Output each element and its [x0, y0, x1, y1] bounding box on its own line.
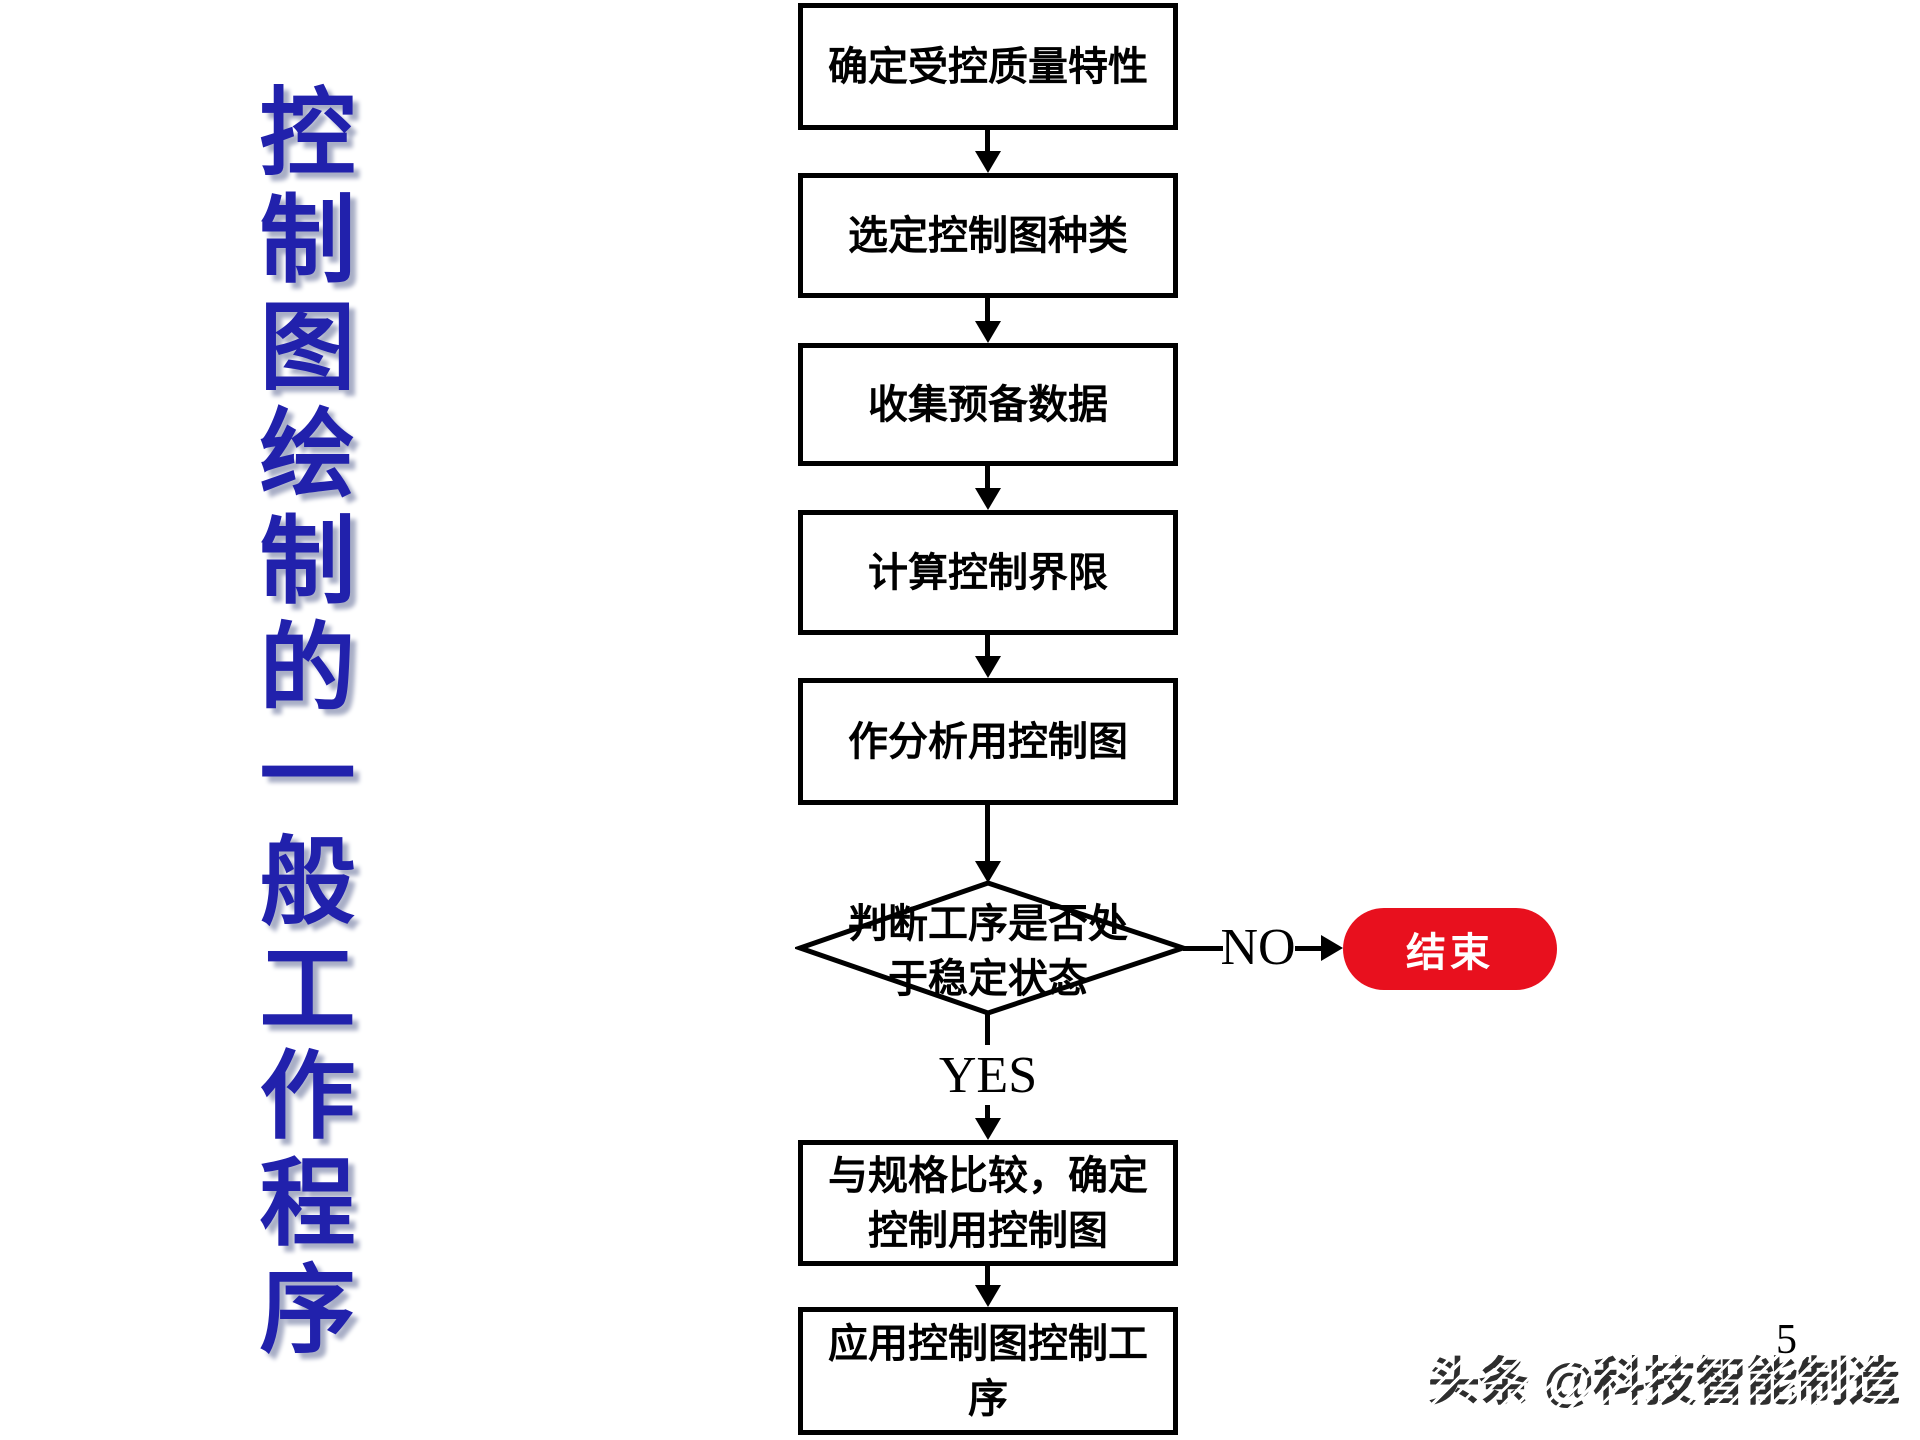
decision-diamond	[795, 880, 1191, 1016]
arrow-right-icon	[1321, 935, 1343, 961]
decision-label-line1: 判断工序是否处	[848, 901, 1128, 946]
arrow-down-icon	[975, 321, 1001, 343]
flow-box-label: 确定受控质量特性	[828, 44, 1148, 89]
flow-box-label: 收集预备数据	[868, 382, 1108, 427]
connector-line	[985, 1266, 990, 1286]
arrow-down-icon	[975, 151, 1001, 173]
flow-box-label: 选定控制图种类	[848, 213, 1128, 258]
connector-line	[985, 298, 990, 322]
flow-box-label-line1: 与规格比较，确定	[828, 1153, 1148, 1198]
connector-line	[1183, 946, 1223, 951]
flow-box-calc-limits: 计算控制界限	[798, 510, 1178, 635]
connector-line	[985, 1013, 990, 1045]
arrow-down-icon	[975, 1118, 1001, 1140]
decision-label: 判断工序是否处 于稳定状态	[808, 896, 1168, 1006]
terminator-label: 结束	[1406, 930, 1494, 975]
arrow-down-icon	[975, 861, 1001, 883]
flow-box-analysis-chart: 作分析用控制图	[798, 678, 1178, 805]
arrow-down-icon	[975, 1285, 1001, 1307]
flow-box-label: 计算控制界限	[868, 550, 1108, 595]
flow-box-label-line2: 序	[968, 1376, 1008, 1421]
branch-no-label: NO	[1220, 919, 1296, 976]
flow-box-determine-characteristic: 确定受控质量特性	[798, 3, 1178, 130]
connector-line	[985, 1105, 990, 1119]
flow-box-label: 作分析用控制图	[848, 719, 1128, 764]
branch-yes-label: YES	[938, 1047, 1038, 1104]
flow-box-label-line2: 控制用控制图	[868, 1208, 1108, 1253]
decision-label-line2: 于稳定状态	[888, 956, 1088, 1001]
flow-box-select-chart-type: 选定控制图种类	[798, 173, 1178, 298]
connector-line	[1295, 946, 1322, 951]
slide-title-text: 控制图绘制的一般工作程序	[245, 82, 352, 1366]
terminator-end: 结束	[1343, 908, 1557, 990]
connector-line	[985, 805, 990, 862]
connector-line	[985, 130, 990, 152]
page-number: 5	[1776, 1317, 1797, 1363]
arrow-down-icon	[975, 656, 1001, 678]
watermark-toutiao: 头条 @科技智能制造	[1428, 1340, 1900, 1415]
flow-box-apply-control-chart: 应用控制图控制工 序	[798, 1307, 1178, 1435]
flow-box-label-line1: 应用控制图控制工	[828, 1321, 1148, 1366]
flow-box-control-chart-for-control: 与规格比较，确定 控制用控制图	[798, 1140, 1178, 1266]
slide-title-vertical: 控制图绘制的一般工作程序	[236, 82, 360, 1382]
arrow-down-icon	[975, 488, 1001, 510]
connector-line	[985, 466, 990, 489]
flow-box-collect-data: 收集预备数据	[798, 343, 1178, 466]
connector-line	[985, 635, 990, 657]
